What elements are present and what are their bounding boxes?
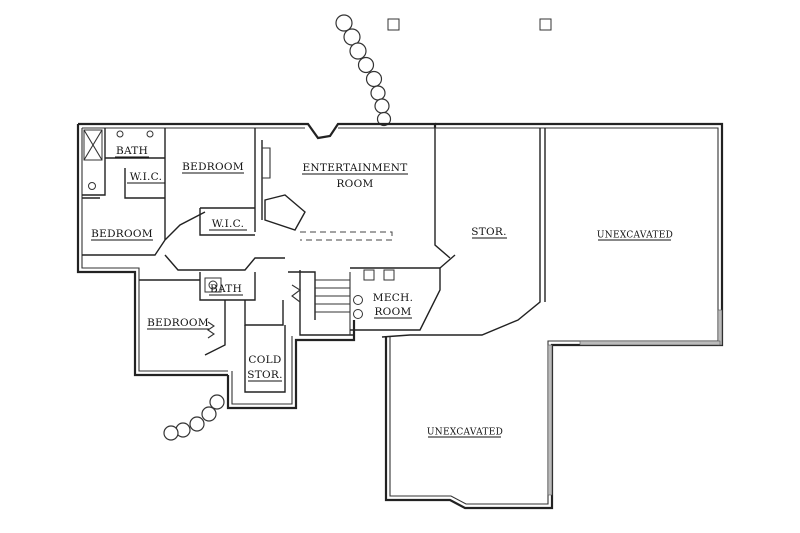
- room-label-bath-1: BATH: [116, 145, 148, 157]
- room-label-mech-line1: MECH.: [373, 292, 413, 304]
- room-label-bedroom-1: BEDROOM: [91, 228, 153, 240]
- room-label-wic-2: W.I.C.: [212, 218, 245, 230]
- room-label-entertainment-line1: ENTERTAINMENT: [302, 162, 407, 174]
- room-label-cold-stor-line2: STOR.: [247, 369, 283, 381]
- room-label-bedroom-2: BEDROOM: [182, 161, 244, 173]
- room-label-stor: STOR.: [471, 226, 507, 238]
- room-label-wic-1: W.I.C.: [130, 171, 163, 183]
- post-marker-left: [387, 18, 400, 31]
- unfinished-walls: [381, 122, 724, 510]
- room-label-entertainment-line2: ROOM: [336, 178, 373, 190]
- room-label-unexcavated-1: UNEXCAVATED: [597, 231, 673, 241]
- post-marker-right: [539, 18, 552, 31]
- room-label-unexcavated-2: UNEXCAVATED: [427, 428, 503, 438]
- stepping-stones-top: [335, 14, 392, 127]
- fixtures: [83, 129, 395, 339]
- interior-walls: [82, 128, 451, 393]
- beam-line: [300, 231, 393, 241]
- room-label-bath-2: BATH: [210, 283, 242, 295]
- room-label-bedroom-3: BEDROOM: [147, 317, 209, 329]
- stepping-stones-bottom: [163, 394, 225, 441]
- room-label-mech-line2: ROOM: [374, 306, 411, 318]
- room-label-cold-stor-line1: COLD: [248, 354, 281, 366]
